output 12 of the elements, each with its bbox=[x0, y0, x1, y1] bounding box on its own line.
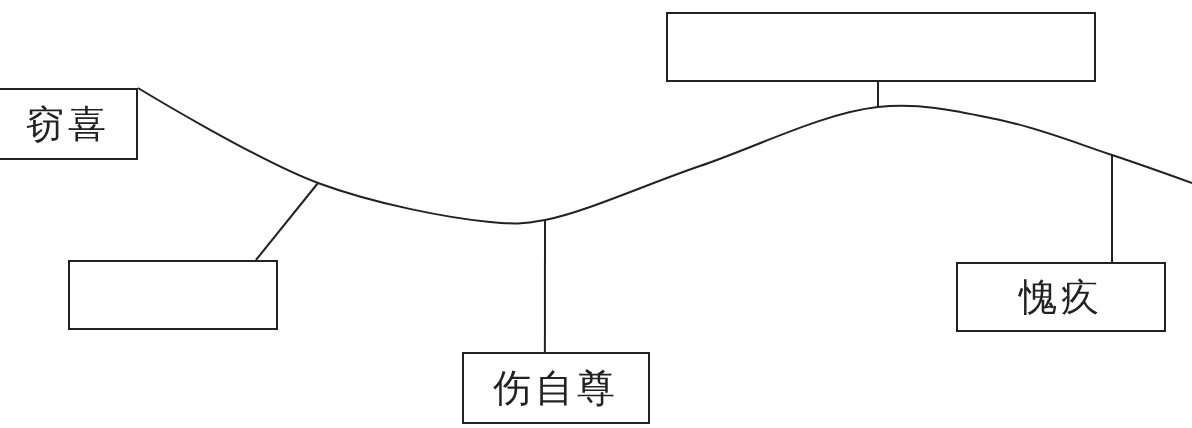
leader-line bbox=[877, 81, 879, 108]
label-box bbox=[0, 88, 138, 160]
leader-line bbox=[543, 219, 546, 353]
leader-line bbox=[254, 182, 319, 261]
leader-line bbox=[1111, 154, 1114, 263]
node-text: 伤自尊 bbox=[493, 364, 619, 412]
node-text: 窃喜 bbox=[26, 100, 110, 148]
node-text: 愧疚 bbox=[1019, 273, 1103, 321]
empty-box bbox=[666, 12, 1096, 82]
label-box bbox=[956, 262, 1166, 332]
empty-box bbox=[68, 260, 278, 330]
label-box bbox=[462, 352, 650, 424]
